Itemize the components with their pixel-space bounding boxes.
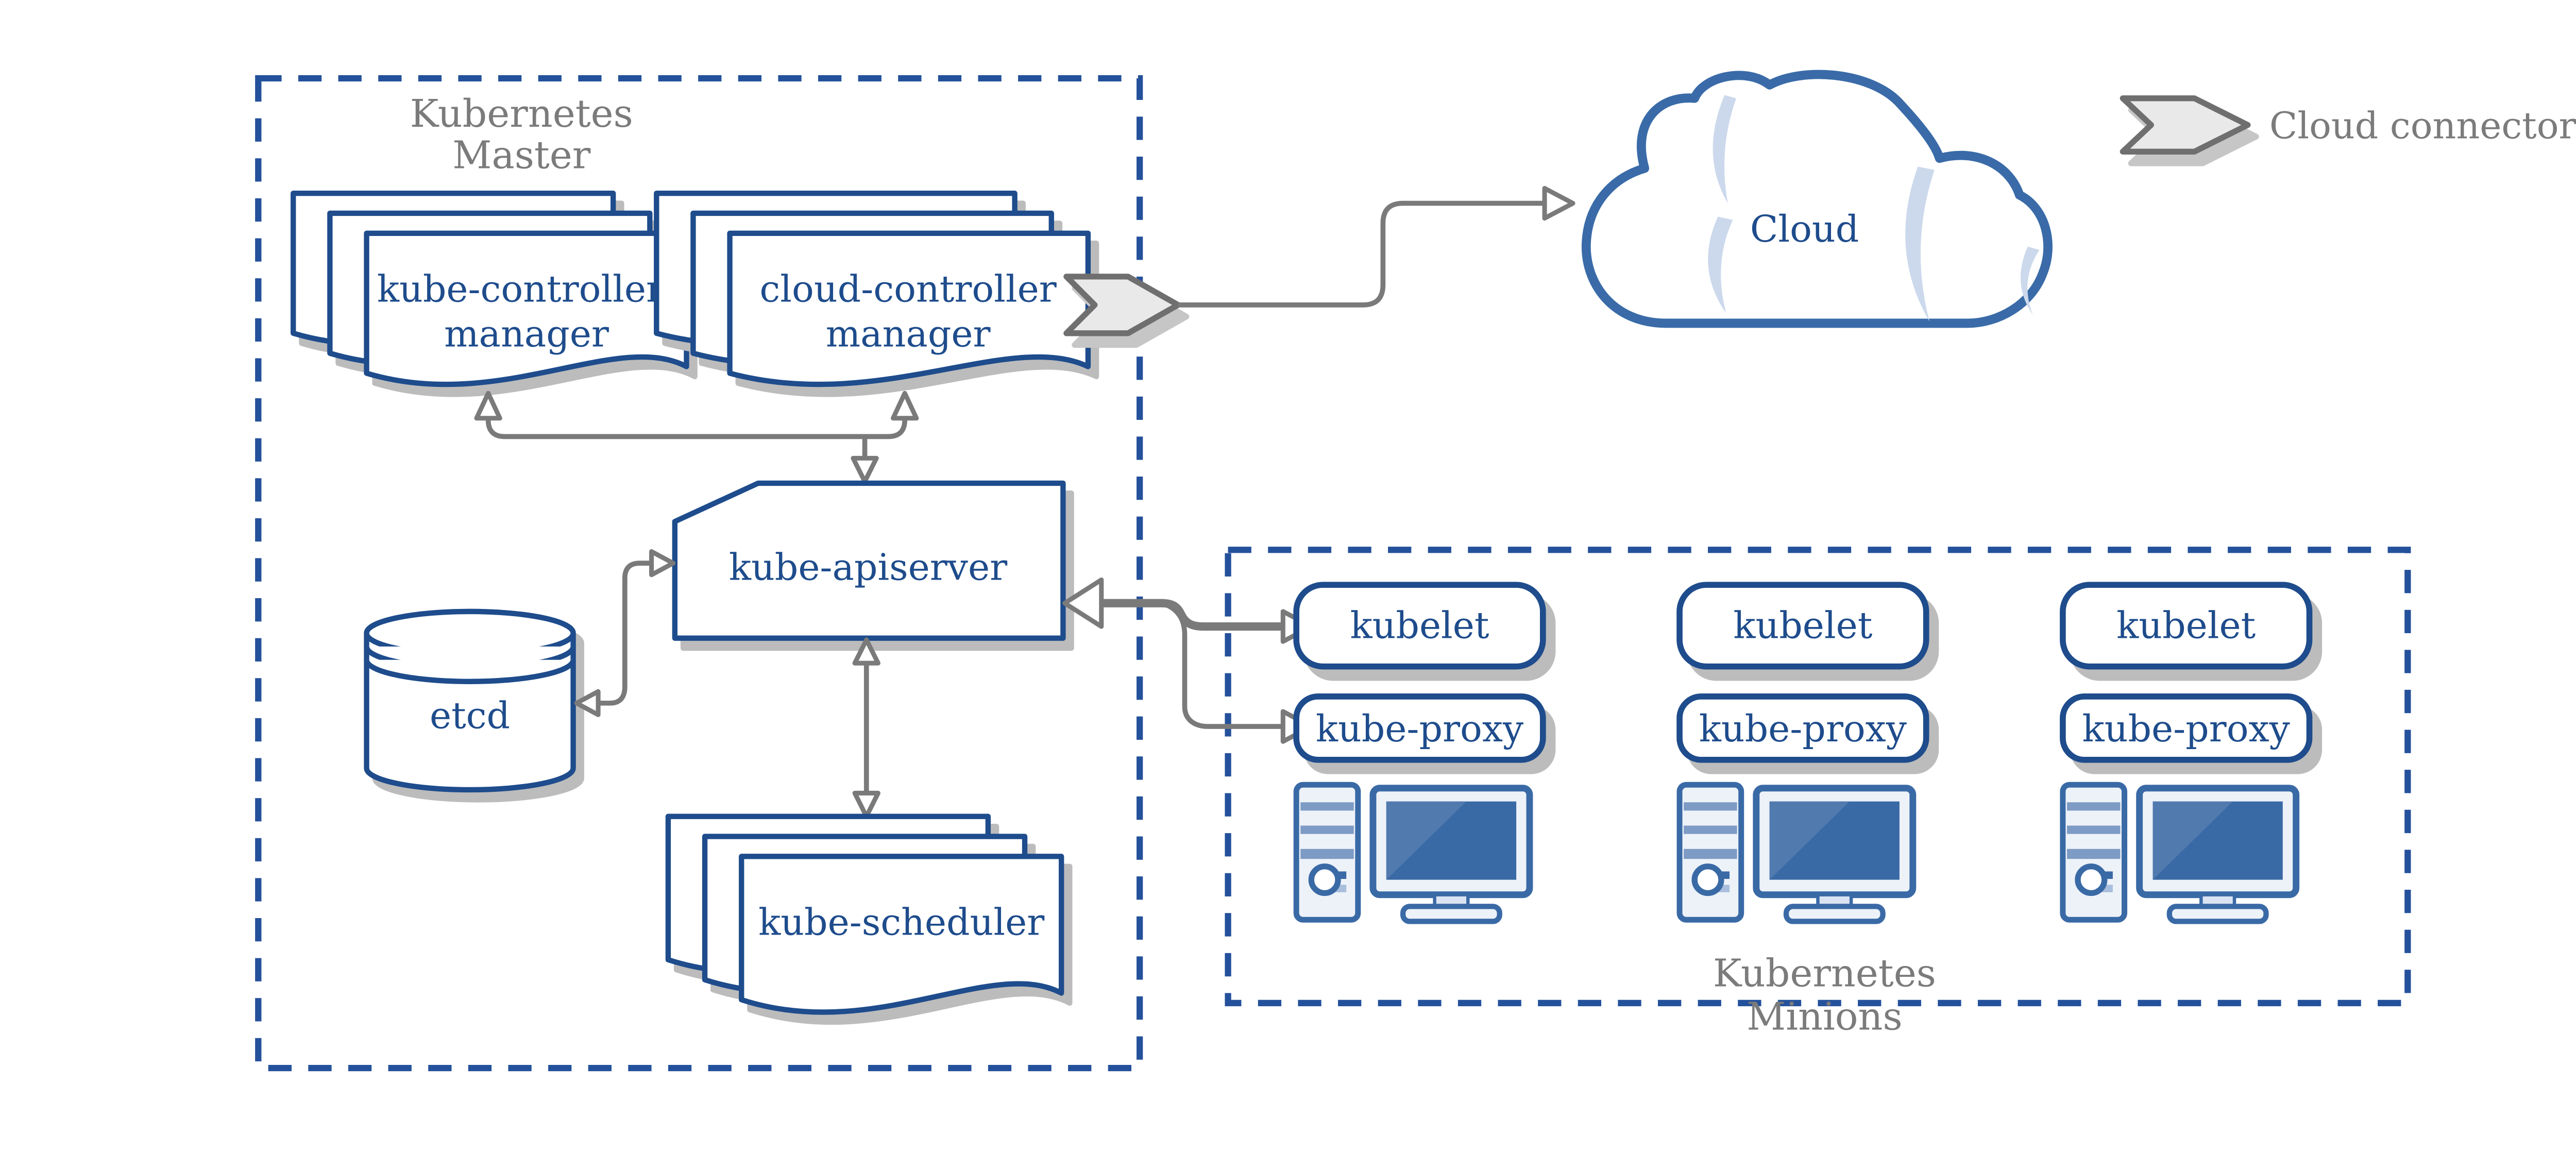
cloud-sliver-icon bbox=[1905, 166, 1935, 322]
etcd-label: etcd bbox=[430, 694, 510, 737]
arrowhead-into-cloud-controller-manager bbox=[890, 391, 919, 421]
kubernetes-architecture-diagram: Kubernetes Master kube-controller- manag… bbox=[255, 70, 2576, 1072]
arrowhead-into-apiserver-left bbox=[649, 549, 676, 578]
cloud-controller-manager-node: cloud-controller manager bbox=[654, 190, 1099, 397]
cloud-controller-manager-label-line2: manager bbox=[826, 313, 991, 355]
cloud-sliver-icon bbox=[2020, 246, 2040, 315]
kube-scheduler-node: kube-scheduler bbox=[665, 813, 1073, 1025]
connector-cloud bbox=[1178, 185, 1575, 308]
arrowhead-into-cloud bbox=[1542, 185, 1575, 221]
kubernetes-minions-box bbox=[1225, 547, 2411, 1007]
kubelet-label: kubelet bbox=[1733, 604, 1872, 647]
computer-icon bbox=[1296, 785, 1530, 921]
cloud-sliver-icon bbox=[1708, 216, 1733, 314]
arrowhead-into-apiserver-right bbox=[1062, 577, 1104, 629]
cloud-connector-icon bbox=[2120, 95, 2251, 155]
arrowhead-into-scheduler bbox=[852, 790, 880, 819]
kubernetes-master-box bbox=[255, 75, 1143, 1072]
kubelet-label: kubelet bbox=[2116, 604, 2256, 647]
etcd-node: etcd bbox=[364, 608, 584, 803]
master-label-line2: Master bbox=[452, 133, 591, 178]
kube-apiserver-node: kube-apiserver bbox=[672, 480, 1074, 651]
cloud-node: Cloud bbox=[1582, 70, 2053, 328]
master-label-line1: Kubernetes bbox=[410, 91, 633, 136]
connector-apiserver-scheduler bbox=[852, 637, 880, 819]
kube-controller-manager-node: kube-controller- manager bbox=[291, 190, 698, 397]
legend-label: Cloud connector bbox=[2269, 104, 2576, 147]
computer-icon bbox=[2063, 785, 2296, 921]
computer-icon bbox=[1680, 785, 1913, 921]
legend-cloud-connector: Cloud connector bbox=[2120, 95, 2576, 166]
connector-controllers-apiserver bbox=[474, 391, 919, 484]
arrowhead-into-apiserver-top bbox=[851, 455, 879, 484]
kube-proxy-label: kube-proxy bbox=[1699, 707, 1907, 750]
minion-node-1: kubelet kube-proxy bbox=[1296, 582, 1556, 921]
cloud-sliver-icon bbox=[1713, 95, 1736, 204]
kubelet-label: kubelet bbox=[1350, 604, 1489, 647]
kube-controller-manager-label-line1: kube-controller- bbox=[377, 267, 676, 310]
kube-scheduler-label: kube-scheduler bbox=[758, 901, 1044, 943]
arrowhead-into-etcd bbox=[574, 689, 601, 717]
cloud-controller-manager-label-line1: cloud-controller bbox=[759, 267, 1056, 310]
cloud-label: Cloud bbox=[1750, 208, 1859, 250]
minions-label-line2: Minions bbox=[1747, 994, 1902, 1039]
arrowhead-into-apiserver-bottom bbox=[852, 637, 880, 666]
cloud-connector-ribbon bbox=[1063, 274, 1190, 348]
kube-controller-manager-label-line2: manager bbox=[444, 313, 609, 355]
kube-proxy-label: kube-proxy bbox=[1316, 707, 1523, 750]
kube-apiserver-label: kube-apiserver bbox=[729, 546, 1007, 588]
connector-etcd-apiserver bbox=[574, 549, 676, 717]
minions-label-line1: Kubernetes bbox=[1713, 951, 1936, 996]
kube-proxy-label: kube-proxy bbox=[2082, 707, 2290, 750]
arrowhead-into-kube-controller-manager bbox=[474, 391, 502, 421]
minion-node-3: kubelet kube-proxy bbox=[2063, 582, 2323, 921]
minion-node-2: kubelet kube-proxy bbox=[1680, 582, 1939, 921]
connector-apiserver-minions bbox=[1062, 577, 1314, 744]
